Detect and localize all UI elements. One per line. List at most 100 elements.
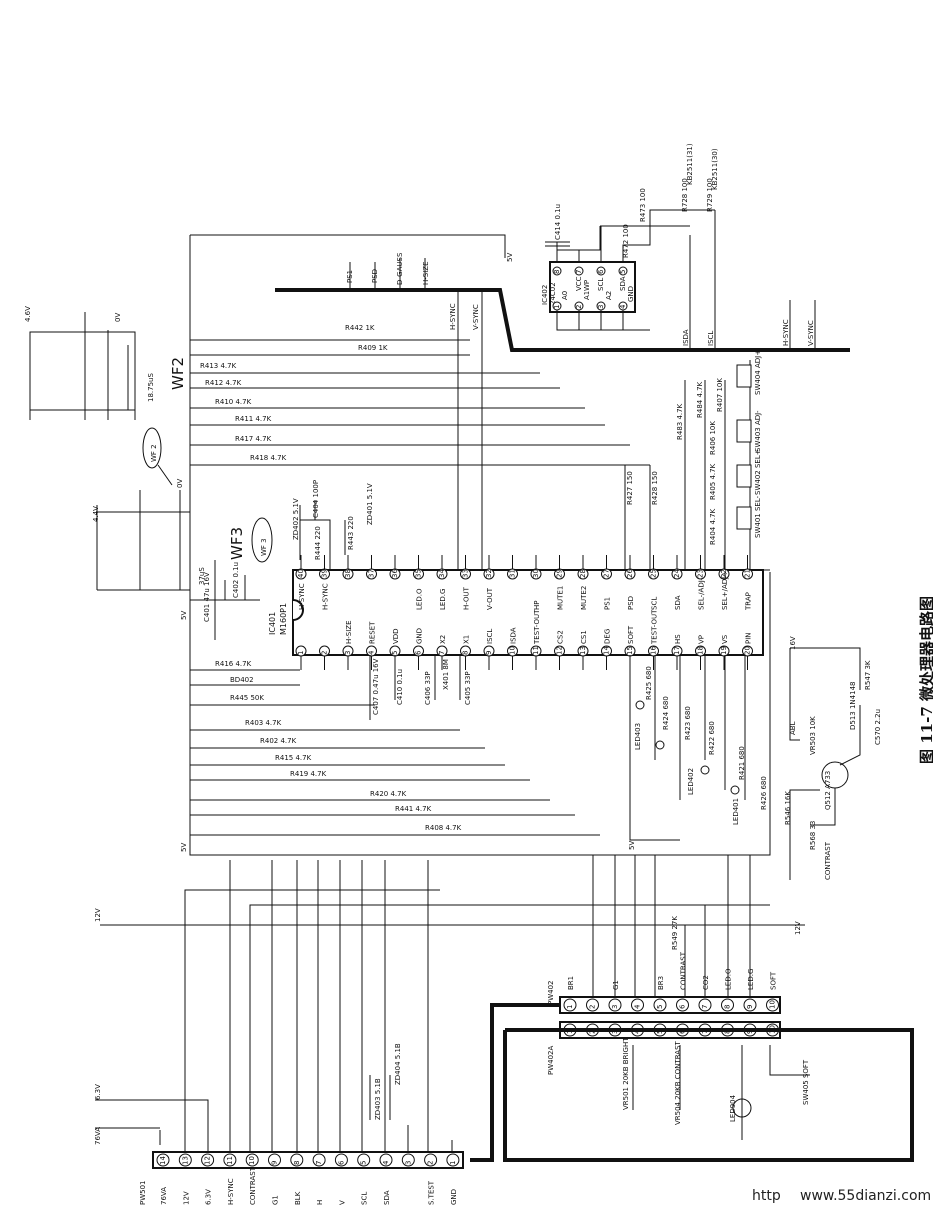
pw501-pin-num-8: 8 [293,1161,301,1165]
eeprom-pin-7: 7 [575,270,583,274]
r422: R422 680 [708,721,716,755]
wf2-period: 18.75uS [147,373,155,402]
zd404: ZD404 5.1B [394,1043,402,1085]
mcu-pin-name-32: V-OUT [486,587,494,610]
mcu-pin-num-13: 13 [579,646,587,655]
mcu-pin-30 [530,568,542,580]
bus-iscl: ISCL [707,331,715,346]
mcu-pin-num-38: 38 [344,569,352,578]
pw501-pin-num-13: 13 [181,1156,189,1165]
mcu-pin-25 [648,568,659,580]
mcu-pin-22 [718,568,730,580]
wf2-label: WF2 [169,357,187,390]
wf3-period: 37uS [198,567,206,585]
r547: R547 3K [864,660,872,690]
pw501-pin-name-2: S.TEST [428,1180,436,1205]
waveform-wf3: 4.4V 0V 37uS WF3 WF 3 [92,479,273,591]
pw501-ref: PW501 [139,1180,147,1205]
r420: R420 4.7K [370,790,407,798]
pw402-pin-3 [608,998,622,1012]
r421: R421 680 [738,746,746,780]
sig-hsize: H-SIZE [422,261,430,285]
eeprom-name-a1: A1 [583,291,591,300]
vr504: VR504 20KB CONTRAST [674,1040,682,1125]
bus-isda: ISDA [682,329,690,346]
panel-frame [470,1003,914,1162]
pw501-pin-12 [201,1153,215,1167]
eeprom-name-scl: SCL [597,278,605,291]
reset-parts: C401 47u 16V C402 0.1u R444 220 R443 220… [190,480,374,640]
r568: R568 33 [809,821,817,850]
pw501-pin-13 [178,1153,192,1167]
mcu-pin-name-11: TEST-OUT [533,609,541,645]
pw402-pin-4 [631,998,644,1012]
pw501-pin-7 [312,1153,326,1167]
eeprom-bottom-pins: 1 2 3 4 A0 A1 A2 GND [552,286,635,311]
r728: R728 100 [681,178,689,212]
eeprom-part: 24C02 [549,282,557,305]
sig-psd: PSD [371,269,379,283]
eeprom-pin-4: 4 [619,304,627,309]
pw501-pin-1 [446,1153,460,1167]
pw501-pin-num-6: 6 [337,1160,345,1165]
c402: C402 0.1u [232,562,240,598]
r484: R484 4.7K [696,381,704,418]
r410: R410 4.7K [215,398,252,406]
c405: C405 33P [464,671,472,705]
mcu-pin-14 [601,645,612,657]
mcu-pin-name-20: PIN [745,632,753,644]
r415: R415 4.7K [275,754,312,762]
mcu-pin-35 [413,568,424,580]
mcu-pin-name-22: SEL+/ADJ+ [721,571,729,610]
mcu-pin-name-23: SEL-/ADJ- [698,577,706,610]
r409: R409 1K [358,344,388,352]
pw402a-ref: PW402A [547,1045,555,1075]
oscillator-parts: C407 0.47u 16V C410 0.1u C406 33P X401 8… [369,655,472,720]
mcu-pin-num-22: 22 [720,569,728,578]
mcu-pin-name-26: PSD [627,596,635,610]
wf2-bottom-voltage: 0V [114,313,122,322]
mcu-pin-num-7: 7 [438,651,446,655]
pw402-pin-name-8: LED.O [725,968,733,990]
r403: R403 4.7K [245,719,282,727]
mcu-pin-name-24: SDA [674,595,682,610]
rail-63v: 6.3V [94,1084,102,1100]
mcu-pin-num-40: 40 [297,569,305,578]
pw501-pin-3 [401,1153,415,1167]
waveform-wf2: 4.6V 0V 18.75uS WF2 WF 2 [24,306,187,486]
wf2-top-voltage: 4.6V [24,306,32,322]
r444: R444 220 [314,526,322,560]
mcu-pin-num-1: 1 [297,651,305,655]
r424: R424 680 [662,696,670,730]
zd403: ZD403 5.1B [374,1078,382,1120]
pw402-pin-7 [698,998,712,1012]
pw402-ref: PW402 [547,980,555,1005]
mcu-pin-num-30: 30 [532,569,540,578]
mcu-pin-name-21: TRAP [745,592,753,611]
lower-resistor-network: R416 4.7K BD402 R445 50K R403 4.7K R402 … [190,660,600,836]
mcu-pin-23 [695,568,706,580]
led904: LED904 [729,1094,737,1122]
r418: R418 4.7K [250,454,287,462]
mcu-pin-20 [742,645,753,657]
mcu-pin-num-14: 14 [603,646,611,655]
r423: R423 680 [684,706,692,740]
mcu-pin-name-19: VS [721,634,729,644]
mcu-pin-1 [295,645,307,657]
pw501-pin-2 [424,1153,438,1167]
mcu-pin-34 [436,568,448,580]
led403: LED403 [634,723,642,750]
pw402-pin-num-6: 6 [679,1004,687,1009]
wf3-label: WF3 [228,527,246,560]
pw501-pin-name-13: 12V [182,1191,190,1205]
r428: R428 150 [651,471,659,505]
mcu-pin-num-25: 25 [650,569,658,578]
eeprom-name-sda: SDA [619,276,627,291]
r425: R425 680 [645,666,653,700]
abl-transistor-section: 16V R547 3K D513 1N4148 C570 2.2u Q512 A… [784,636,882,880]
eeprom-name-wp: WP [583,280,591,291]
mcu-pin-name-27: PS1 [604,597,612,610]
zd401: ZD401 5.1V [366,483,374,525]
